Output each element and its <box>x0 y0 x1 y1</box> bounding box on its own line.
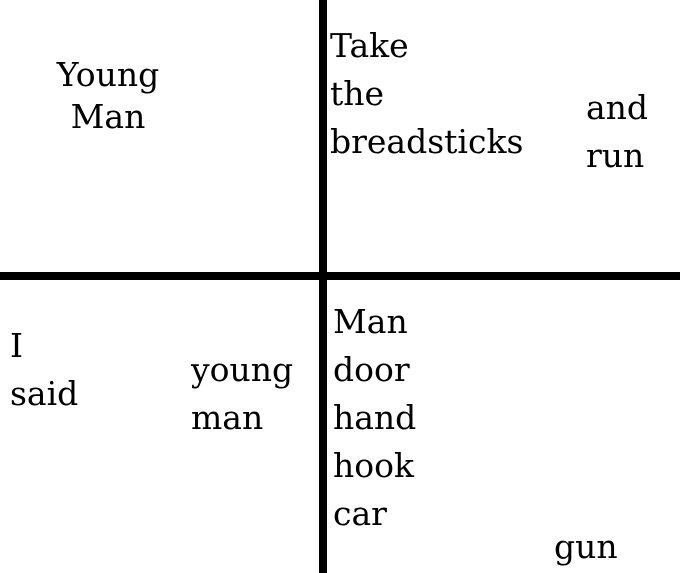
top-right-line-3: breadsticks <box>330 122 524 161</box>
top-left-line-1: Young <box>56 55 160 94</box>
top-right-main-text: Take the breadsticks <box>330 22 523 166</box>
bottom-left-right-line-2: man <box>191 398 264 437</box>
top-right-side-text: and run <box>586 84 648 180</box>
bottom-right-line-4: hook <box>333 446 414 485</box>
top-left-text: Young Man <box>48 54 168 138</box>
bottom-left-left-text: I said <box>10 322 78 418</box>
top-right-side-line-1: and <box>586 88 649 127</box>
bottom-right-line-1: Man <box>333 302 408 341</box>
bottom-right-line-5: car <box>333 494 387 533</box>
bottom-right-line-3: hand <box>333 398 417 437</box>
top-right-line-2: the <box>330 74 385 113</box>
bottom-right-list: Man door hand hook car <box>333 298 416 538</box>
bottom-left-line-2: said <box>10 374 79 413</box>
vertical-divider <box>319 0 327 573</box>
bottom-left-right-line-1: young <box>191 350 294 389</box>
bottom-left-line-1: I <box>10 326 24 365</box>
bottom-right-line-2: door <box>333 350 410 389</box>
top-left-line-2: Man <box>70 97 146 136</box>
horizontal-divider <box>0 272 680 280</box>
top-right-line-1: Take <box>330 26 409 65</box>
bottom-left-right-text: young man <box>191 346 293 442</box>
top-right-side-line-2: run <box>586 136 645 175</box>
bottom-right-corner-text: gun <box>554 527 618 566</box>
